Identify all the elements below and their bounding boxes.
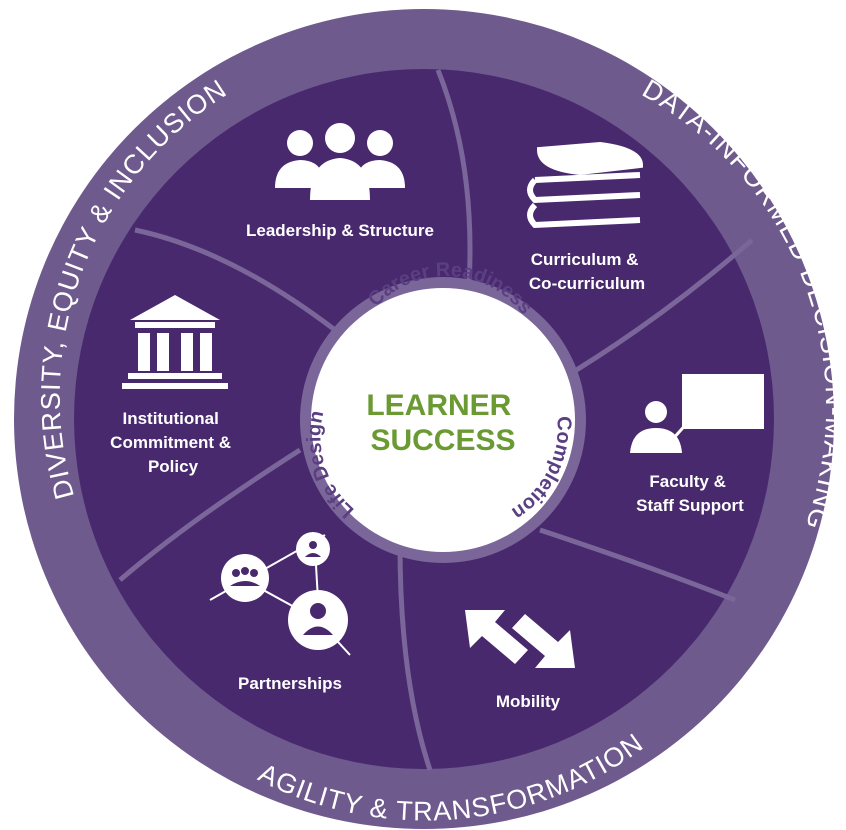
segment-institutional: Institutional Commitment & Policy [110,295,236,476]
segment-label-curriculum: Curriculum & Co-curriculum [529,250,645,293]
books-icon [527,141,644,229]
segment-dividers [118,69,754,771]
network-icon [209,532,351,656]
segment-label-faculty: Faculty & Staff Support [636,472,744,515]
segment-label-mobility: Mobility [496,692,561,711]
segment-label-partnerships: Partnerships [238,674,342,693]
arrows-icon [465,610,575,668]
building-columns-icon [122,295,228,389]
segment-partnerships: Partnerships [209,532,351,693]
people-group-icon [275,123,405,200]
segment-label-leadership: Leadership & Structure [246,221,434,240]
segment-mobility: Mobility [465,610,575,711]
core-circle [311,288,575,552]
segment-faculty: Faculty & Staff Support [630,374,764,515]
segment-leadership: Leadership & Structure [246,123,434,240]
segment-curriculum: Curriculum & Co-curriculum [527,141,645,293]
presenter-board-icon [630,374,764,453]
segment-label-institutional: Institutional Commitment & Policy [110,409,236,476]
core-title: LEARNER SUCCESS [366,389,519,457]
